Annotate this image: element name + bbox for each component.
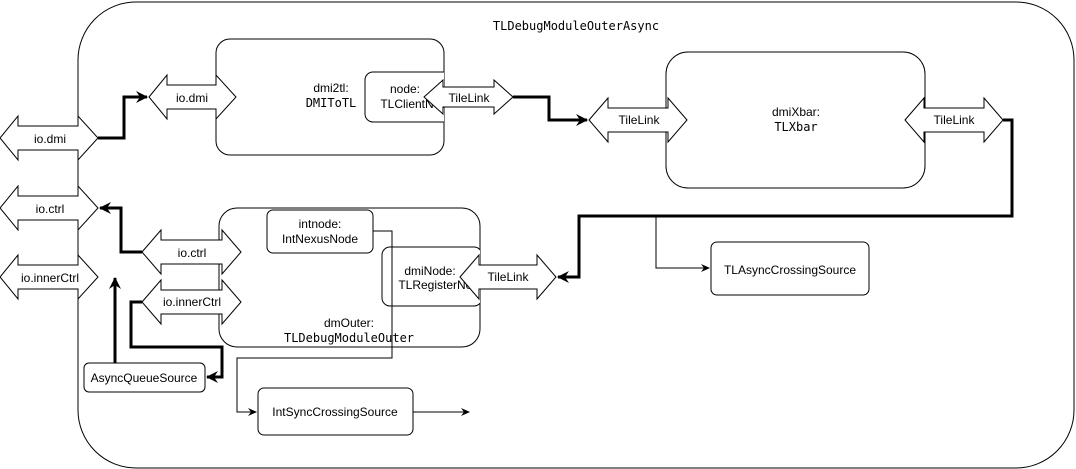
port-io-ctrl[interactable]: io.ctrl (0, 184, 99, 232)
dmixbar-port-in-tilelink[interactable]: TileLink (588, 96, 688, 144)
dmi2tl-port-tilelink-label: TileLink (449, 91, 491, 105)
dmouter-type: TLDebugModuleOuter (284, 331, 414, 345)
dmixbar-port-in-label: TileLink (619, 113, 661, 127)
wire-intnode-to-intsynccrossing (236, 230, 393, 416)
dmouter-intnode-type: IntNexusNode (282, 232, 358, 246)
port-io-innerctrl-label: io.innerCtrl (21, 271, 79, 285)
dmouter-dminode-type: TLRegisterNode (398, 278, 486, 292)
outer-title: TLDebugModuleOuterAsync (493, 19, 659, 33)
dmouter-dminode-box[interactable] (381, 246, 482, 307)
wire-dmouter-ctrl-to-io-ctrl (99, 202, 142, 254)
port-io-innerctrl[interactable]: io.innerCtrl (0, 253, 99, 301)
dmi2tl-port-io-dmi[interactable]: io.dmi (148, 73, 237, 121)
dmouter-port-io-innerctrl[interactable]: io.innerCtrl (141, 278, 242, 326)
port-io-ctrl-label: io.ctrl (36, 202, 65, 216)
dmi2tl-port-io-dmi-label: io.dmi (176, 91, 208, 105)
dmixbar-port-out-label: TileLink (934, 113, 976, 127)
dmouter-port-io-ctrl[interactable]: io.ctrl (141, 228, 242, 276)
dmixbar-port-out-tilelink[interactable]: TileLink (904, 96, 1004, 144)
dmouter-port-tilelink-label: TileLink (488, 270, 530, 284)
dmouter-name: dmOuter: (324, 316, 374, 330)
port-io-dmi[interactable]: io.dmi (0, 114, 99, 162)
dmi2tl-type: DMIToTL (306, 96, 357, 110)
dmouter-intnode-name: intnode: (299, 217, 342, 231)
asyncqueuesource-label: AsyncQueueSource (91, 371, 198, 385)
wire-io-dmi-to-dmi2tl (98, 91, 148, 140)
port-io-dmi-label: io.dmi (34, 132, 66, 146)
wire-to-tlasynccrossingsource (655, 216, 710, 272)
dmixbar-name: dmiXbar: (772, 105, 820, 119)
asyncqueuesource-box[interactable] (83, 362, 206, 393)
tlasynccrossingsource-box[interactable] (710, 241, 870, 296)
dmixbar-type: TLXbar (774, 120, 817, 134)
wire-dmixbar-to-dmouter (557, 118, 1014, 283)
wire-dmouter-innerctrl-to-asyncqueue (129, 300, 224, 383)
dmi2tl-port-tilelink[interactable]: TileLink (423, 78, 514, 116)
dmouter-port-io-ctrl-label: io.ctrl (178, 246, 207, 260)
intsynccrossingsource-label: IntSyncCrossingSource (272, 405, 398, 419)
dmouter-port-io-innerctrl-label: io.innerCtrl (163, 295, 221, 309)
tlasynccrossingsource-label: TLAsyncCrossingSource (724, 263, 856, 277)
dmouter-dminode-name: dmiNode: (404, 264, 455, 278)
dmi2tl-node-name: node: (390, 82, 420, 96)
wire-dmi2tl-to-dmixbar (513, 95, 588, 126)
dmi2tl-name: dmi2tl: (313, 81, 348, 95)
dmouter-port-tilelink[interactable]: TileLink (459, 253, 557, 301)
